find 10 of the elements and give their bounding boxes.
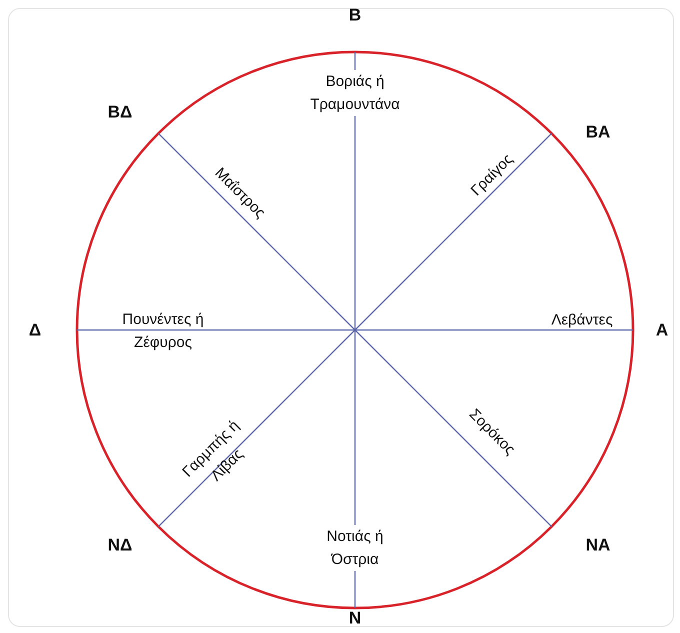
direction-letter: ΒΑ bbox=[586, 122, 610, 144]
direction-letter: Α bbox=[656, 320, 668, 342]
direction-letter: Ν bbox=[348, 608, 362, 630]
direction-letter: ΒΔ bbox=[108, 102, 132, 124]
direction-letter: ΝΔ bbox=[108, 534, 132, 556]
wind-name: Λεβάντες bbox=[551, 310, 613, 330]
direction-letter: ΝΑ bbox=[586, 534, 610, 556]
wind-name: Πουνέντες ή Ζέφυρος bbox=[121, 310, 205, 353]
direction-letter: Β bbox=[348, 4, 362, 26]
direction-letter: Δ bbox=[28, 320, 42, 342]
